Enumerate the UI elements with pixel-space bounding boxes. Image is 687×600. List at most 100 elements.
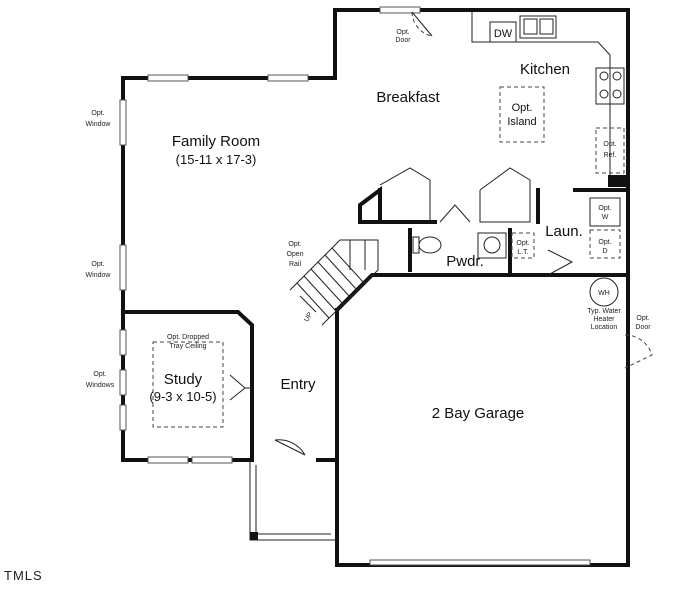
linen-tower	[511, 232, 535, 259]
dryer	[589, 229, 621, 259]
island-label-1: Opt.	[512, 102, 533, 114]
tray-ceiling-2: Tray Ceiling	[169, 343, 206, 350]
stair-closet-wall	[378, 188, 437, 224]
opt-door-top-2: Door	[395, 37, 411, 44]
garage-label: 2 Bay Garage	[432, 405, 525, 422]
family-room-label: Family Room	[172, 133, 260, 150]
opt-lt-2: L.T.	[517, 249, 528, 256]
window-study-1	[119, 329, 127, 356]
closet-door	[439, 204, 471, 223]
stair-tread-1	[296, 282, 330, 319]
porch-column	[250, 532, 258, 540]
opt-window-1b: Window	[86, 121, 112, 128]
doors	[229, 11, 653, 456]
family-room-dims: (15-11 x 17-3)	[176, 152, 257, 167]
washer	[589, 197, 621, 227]
opt-door-garage-2: Door	[635, 324, 651, 331]
opt-window-2b: Window	[86, 272, 112, 279]
room-labels: Family Room (15-11 x 17-3) Breakfast Kit…	[149, 61, 582, 422]
kitchen	[471, 12, 628, 187]
burner-3	[599, 89, 609, 99]
burner-1	[599, 71, 609, 81]
entry-label: Entry	[280, 376, 316, 393]
door-entry	[274, 439, 306, 456]
powder-label: Pwdr.	[446, 253, 484, 270]
sink-bowl-1	[523, 18, 538, 35]
island	[499, 86, 545, 143]
opt-rail-c: Rail	[289, 261, 302, 268]
toilet	[418, 236, 442, 254]
vanity	[477, 232, 507, 259]
porch-outline	[249, 460, 337, 541]
opt-d-1: Opt.	[598, 239, 611, 246]
window-left-2	[119, 244, 127, 291]
porch-inner	[255, 465, 331, 535]
laundry-label: Laun.	[545, 223, 583, 240]
burner-2	[612, 71, 622, 81]
island-label-2: Island	[507, 116, 536, 128]
stair-tread-3	[310, 268, 344, 305]
entry-wall	[334, 273, 630, 313]
garage-door	[369, 559, 591, 566]
windows	[119, 6, 421, 464]
window-bottom-2	[191, 456, 233, 464]
door-swing-breakfast	[411, 11, 433, 37]
burner-4	[612, 89, 622, 99]
window-left-1	[119, 99, 127, 146]
opt-window-1a: Opt.	[91, 110, 104, 117]
sink	[519, 15, 557, 39]
closet-1-outline	[379, 167, 431, 222]
stair-tread-4	[317, 261, 351, 298]
opt-window-2a: Opt.	[91, 261, 104, 268]
kitchen-label: Kitchen	[520, 61, 570, 78]
door-breakfast	[411, 11, 433, 37]
tray-ceiling-1: Opt. Dropped	[167, 334, 209, 341]
dw-label: DW	[494, 28, 513, 40]
window-top-3	[379, 6, 421, 14]
stair-up-label: UP	[303, 311, 314, 323]
opt-door-garage-1: Opt.	[636, 315, 649, 322]
opt-rail-b: Open	[286, 251, 303, 258]
window-study-3	[119, 404, 127, 431]
opt-ref-2: Ref.	[604, 152, 617, 159]
garage-door-opening	[369, 559, 591, 566]
breakfast-label: Breakfast	[376, 89, 440, 106]
laundry-door	[547, 249, 574, 276]
wh-note-3: Location	[591, 324, 618, 331]
opt-d-2: D	[602, 248, 607, 255]
powder-room	[408, 228, 535, 277]
water-heater	[589, 277, 619, 307]
toilet-tank	[412, 236, 420, 254]
window-study-2	[119, 369, 127, 396]
stair-tread-2	[303, 275, 337, 312]
window-top-2	[267, 74, 309, 82]
study-dims: (9-3 x 10-5)	[149, 389, 216, 404]
door-swing-garage	[624, 334, 653, 369]
sink-basin	[483, 236, 501, 254]
wh-note-1: Typ. Water	[587, 308, 621, 315]
wh-label: WH	[598, 290, 610, 297]
laundry	[536, 188, 630, 307]
study-label: Study	[164, 371, 203, 388]
opt-ref-1: Opt.	[603, 141, 616, 148]
opt-windows-b: Windows	[86, 382, 115, 389]
sink-bowl-2	[539, 18, 554, 35]
range	[595, 67, 625, 105]
wall-block	[608, 175, 628, 187]
window-top-1	[147, 74, 189, 82]
porch	[249, 460, 337, 541]
opt-rail-a: Opt.	[288, 241, 301, 248]
window-bottom-1	[147, 456, 189, 464]
opt-lt-1: Opt.	[516, 240, 529, 247]
stair-outline	[289, 239, 379, 326]
stairs	[289, 167, 531, 326]
study-tray-ceiling	[152, 341, 224, 428]
counter-top	[471, 12, 611, 175]
opt-door-top-1: Opt.	[396, 29, 409, 36]
stair-wall-block	[358, 186, 382, 224]
door-swing-entry	[274, 439, 306, 456]
opt-w-2: W	[602, 214, 609, 221]
annotations: Opt. Door DW Opt. Ref. Opt. Window Opt. …	[86, 28, 652, 389]
